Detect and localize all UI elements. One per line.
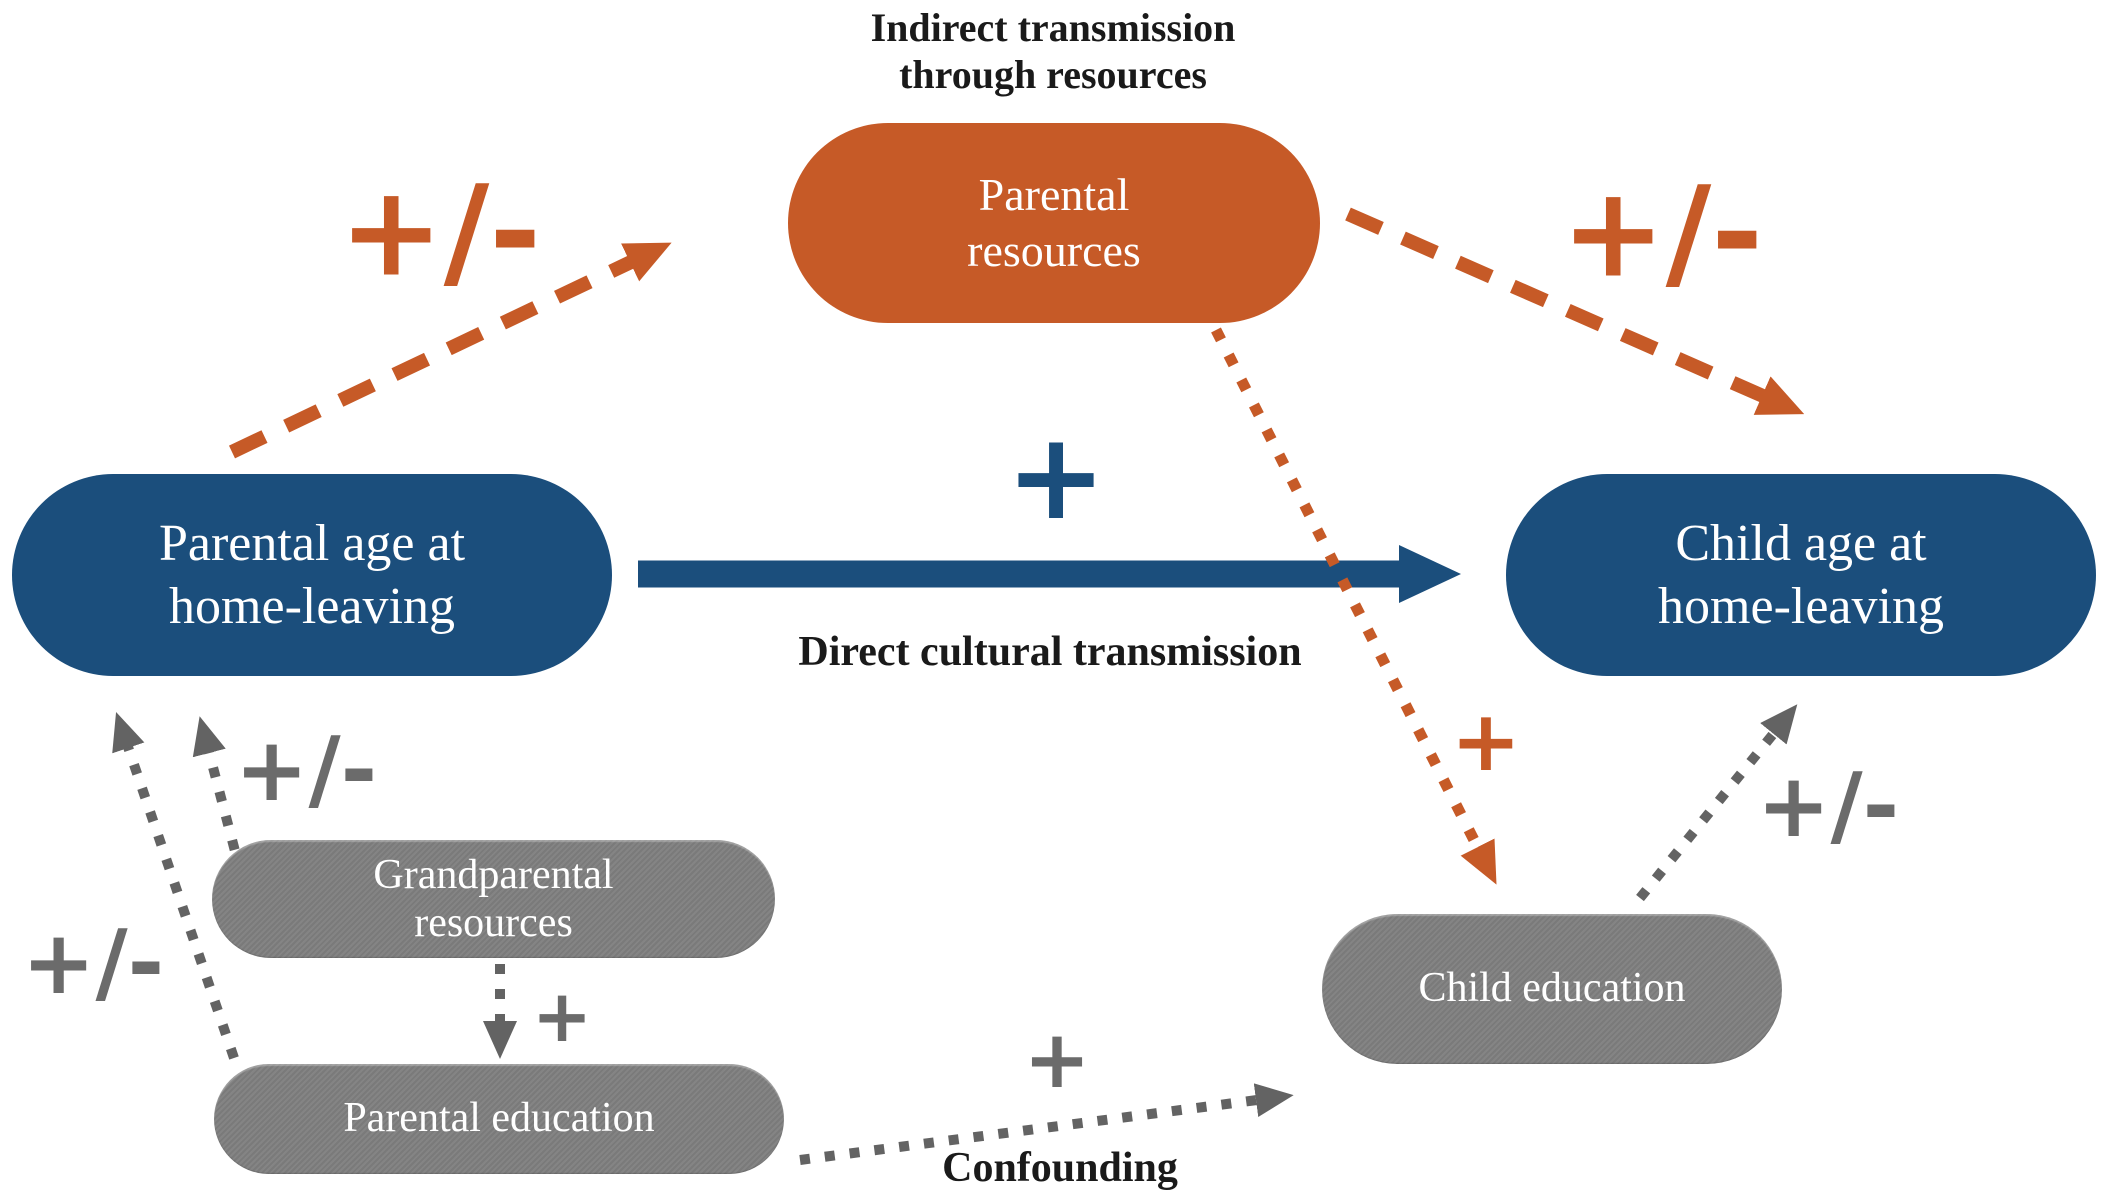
node-grandparental-resources: Grandparental resources — [212, 840, 775, 958]
node-parental-education-label: Parental education — [343, 1095, 655, 1142]
edge-confounding-arrow — [799, 1083, 1294, 1165]
sign-grandparental-to-parental-education: + — [531, 974, 593, 1058]
caption-indirect-line1: Indirect transmission — [870, 5, 1236, 50]
sign-confounding: + — [1023, 1013, 1091, 1106]
sign-grandparental-to-parental-age: +/- — [234, 718, 378, 821]
edge-resources-to-child-age-arrow — [1345, 207, 1805, 415]
node-child-education: Child education — [1322, 914, 1782, 1064]
node-parental-resources-line1: Parental — [978, 168, 1130, 220]
node-parental-education: Parental education — [214, 1064, 784, 1174]
node-child-age-line1: Child age at — [1675, 514, 1927, 572]
node-parental-resources-line2: resources — [967, 225, 1141, 276]
sign-resources-to-child-education: + — [1450, 692, 1522, 790]
node-grandparental-resources-line1: Grandparental — [373, 851, 614, 898]
caption-indirect-line2: through resources — [899, 52, 1207, 98]
edge-resources-to-child-education-arrow — [1211, 327, 1497, 885]
edge-parental-education-to-parental-age-arrow — [112, 711, 239, 1060]
node-parental-age: Parental age at home-leaving — [12, 474, 612, 676]
sign-parental-education-to-parental-age: +/- — [21, 911, 165, 1014]
node-child-education-label: Child education — [1418, 965, 1686, 1012]
node-child-age-line2: home-leaving — [1658, 578, 1944, 635]
sign-direct-transmission: + — [1005, 408, 1107, 547]
node-parental-resources: Parental resources — [788, 123, 1320, 323]
sign-child-education-to-child-age: +/- — [1756, 754, 1900, 857]
caption-direct-transmission: Direct cultural transmission — [798, 629, 1302, 675]
sign-resources-to-child-age: +/- — [1560, 160, 1764, 306]
node-grandparental-resources-line2: resources — [414, 900, 573, 946]
node-child-age: Child age at home-leaving — [1506, 474, 2096, 676]
edge-child-education-to-child-age-arrow — [1636, 704, 1798, 902]
node-parental-age-line1: Parental age at — [158, 514, 466, 572]
sign-parental-age-to-resources: +/- — [338, 159, 542, 305]
caption-confounding: Confounding — [942, 1145, 1178, 1191]
edge-parental-age-to-resources-arrow — [228, 242, 672, 459]
edge-grandparental-to-parental-age-arrow — [192, 716, 246, 876]
caption-indirect-transmission: Indirect transmission through resources — [653, 4, 1453, 98]
node-parental-age-line2: home-leaving — [169, 578, 455, 635]
